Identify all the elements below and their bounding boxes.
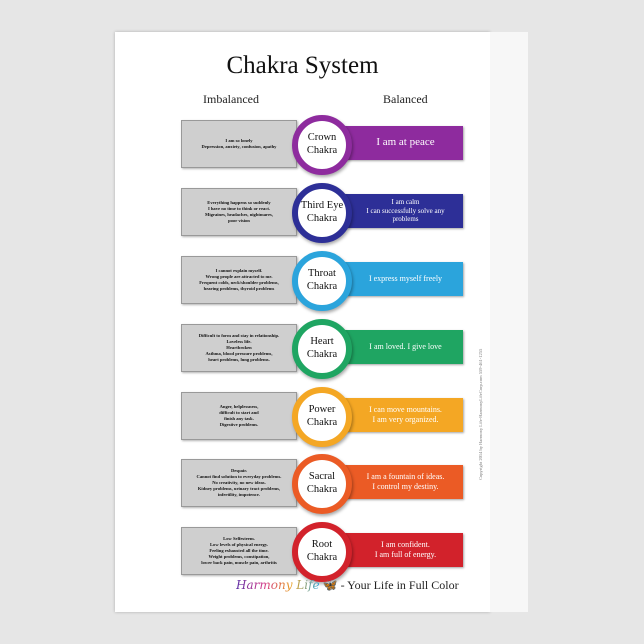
imbalanced-box: Anger, helplessness, difficult to start … [181,392,297,440]
copyright: Copyright 2014 by Harmony Life-HarmonyLi… [478,348,483,480]
tagline: - Your Life in Full Color [340,578,459,592]
page-title: Chakra System [226,52,379,79]
harmony-life-logo: Harmony Life [236,578,320,592]
chakra-row: Anger, helplessness, difficult to start … [0,385,644,447]
imbalanced-box: Difficult to form and stay in relationsh… [181,324,297,372]
chakra-circle: Heart Chakra [292,319,352,379]
imbalanced-box: Despair. Cannot find solution to everyda… [181,459,297,507]
chakra-circle: Sacral Chakra [292,454,352,514]
imbalanced-box: Everything happens so suddenly I have no… [181,188,297,236]
imbalanced-box: Low Selfesteem. Low levels of physical e… [181,527,297,575]
chakra-row: Despair. Cannot find solution to everyda… [0,452,644,514]
chakra-row: Difficult to form and stay in relationsh… [0,317,644,379]
butterfly-icon: 🦋 [322,578,338,592]
balanced-header: Balanced [383,92,428,106]
chakra-row: Everything happens so suddenly I have no… [0,181,644,243]
chakra-circle: Third Eye Chakra [292,183,352,243]
footer: Harmony Life 🦋 - Your Life in Full Color [236,578,459,593]
chakra-row: I cannot explain myself. Wrong people ar… [0,249,644,311]
imbalanced-box: I cannot explain myself. Wrong people ar… [181,256,297,304]
chakra-row: Low Selfesteem. Low levels of physical e… [0,520,644,582]
chakra-circle: Power Chakra [292,387,352,447]
chakra-row: I am so lonely Depression, anxiety, conf… [0,113,644,175]
chakra-circle: Throat Chakra [292,251,352,311]
chakra-circle: Crown Chakra [292,115,352,175]
chakra-circle: Root Chakra [292,522,352,582]
poster-edge [490,32,528,612]
imbalanced-box: I am so lonely Depression, anxiety, conf… [181,120,297,168]
imbalanced-header: Imbalanced [203,92,259,106]
